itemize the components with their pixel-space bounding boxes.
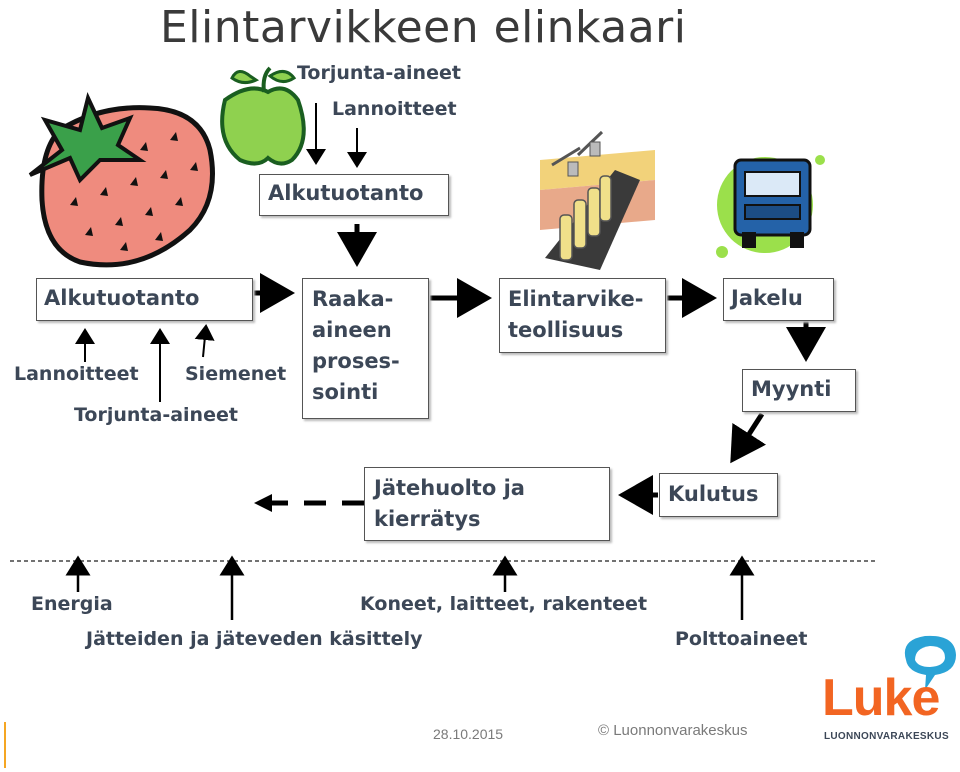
bottom-label: Polttoaineet	[675, 628, 808, 650]
footer-date: 28.10.2015	[433, 726, 504, 742]
box-label: Myynti	[751, 377, 832, 401]
page-title: Elintarvikkeen elinkaari	[160, 2, 687, 53]
box-label: Raaka- aineen proses- sointi	[312, 287, 400, 404]
box-jatehuolto	[364, 467, 610, 541]
box-jakelu	[723, 278, 834, 321]
bottom-label: Energia	[31, 593, 113, 615]
apple-icon	[220, 66, 306, 166]
luke-logo: Luke	[822, 669, 940, 727]
input-label: Lannoitteet	[14, 363, 139, 385]
input-label: Siemenet	[185, 363, 287, 385]
arrow-siemenet	[194, 324, 215, 358]
box-label: Jakelu	[731, 286, 803, 310]
footer-accent-line	[4, 722, 6, 768]
bottom-label: Koneet, laitteet, rakenteet	[360, 593, 648, 615]
box-label: Jätehuolto ja kierrätys	[374, 476, 525, 531]
box-label: Elintarvike- teollisuus	[508, 287, 644, 342]
input-label: Lannoitteet	[332, 98, 457, 120]
box-alkutuotanto-top	[259, 174, 449, 216]
factory-icon	[540, 130, 655, 270]
footer-copyright: © Luonnonvarakeskus	[598, 722, 748, 739]
truck-icon	[716, 155, 825, 258]
box-label: Kulutus	[668, 482, 759, 506]
box-teollisuus	[499, 278, 666, 353]
bottom-label: Jätteiden ja jäteveden käsittely	[86, 628, 423, 650]
box-label: Alkutuotanto	[44, 286, 200, 310]
box-alkutuotanto-left	[36, 278, 253, 321]
arrow-myynti-to-kulutus	[730, 412, 767, 464]
input-label: Torjunta-aineet	[74, 404, 238, 426]
box-myynti	[742, 369, 856, 412]
input-label: Torjunta-aineet	[297, 62, 461, 84]
box-label: Alkutuotanto	[268, 181, 424, 205]
box-raaka	[302, 278, 429, 419]
box-kulutus	[659, 473, 778, 517]
luke-logo-subtitle: LUONNONVARAKESKUS	[824, 731, 949, 742]
strawberry-icon	[28, 92, 215, 268]
